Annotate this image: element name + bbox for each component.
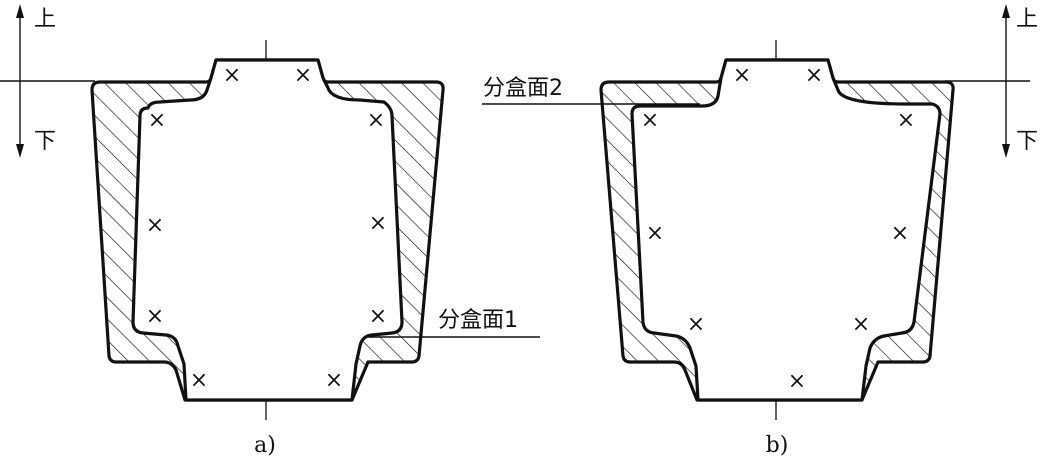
- cavity-a: [131, 58, 404, 402]
- marker-x: ×: [641, 108, 659, 133]
- down-label-left: 下: [34, 129, 56, 154]
- down-label-right: 下: [1016, 129, 1038, 154]
- parting-label-2: 分盒面2: [483, 76, 563, 101]
- marker-x: ×: [325, 368, 343, 393]
- direction-arrow-left: 上 下: [16, 4, 56, 158]
- up-label-right: 上: [1016, 7, 1038, 32]
- marker-x: ×: [367, 108, 385, 133]
- marker-x: ×: [148, 108, 166, 133]
- marker-x: ×: [852, 312, 870, 337]
- marker-x: ×: [891, 221, 909, 246]
- cavity-b: [630, 58, 942, 402]
- marker-x: ×: [733, 63, 751, 88]
- parting-label-1: 分盒面1: [438, 308, 518, 333]
- panel-b: 分盒面2 × × × × × × × × × b): [482, 40, 1030, 458]
- direction-arrow-right: 上 下: [1002, 4, 1038, 158]
- marker-x: ×: [369, 211, 387, 236]
- marker-x: ×: [223, 63, 241, 88]
- marker-x: ×: [146, 304, 164, 329]
- marker-x: ×: [369, 304, 387, 329]
- marker-x: ×: [146, 213, 164, 238]
- caption-b: b): [766, 433, 789, 458]
- marker-x: ×: [687, 312, 705, 337]
- marker-x: ×: [805, 63, 823, 88]
- marker-x: ×: [294, 63, 312, 88]
- marker-x: ×: [646, 221, 664, 246]
- up-label-left: 上: [34, 7, 56, 32]
- marker-x: ×: [788, 369, 806, 394]
- marker-x: ×: [897, 108, 915, 133]
- marker-x: ×: [190, 368, 208, 393]
- panel-a: 分盒面1 × × × × × × × × × × a): [90, 40, 540, 458]
- caption-a: a): [254, 433, 276, 458]
